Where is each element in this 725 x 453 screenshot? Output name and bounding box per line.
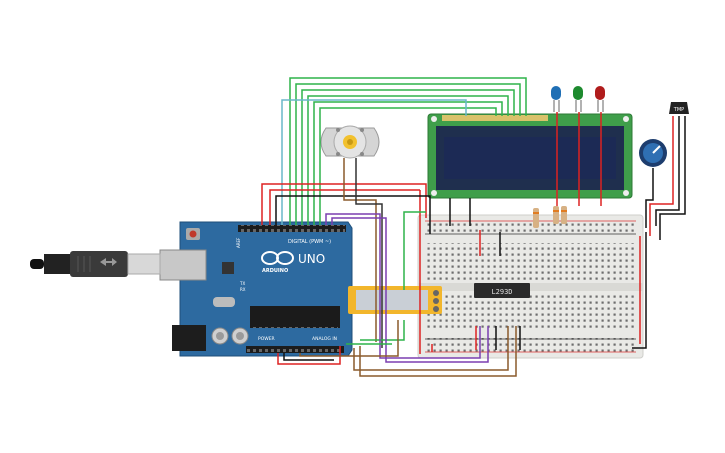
tx-label: TX [239, 281, 245, 286]
board-brand: ARDUINO [262, 268, 288, 274]
analog-label: ANALOG IN [312, 336, 337, 342]
led-red[interactable] [595, 86, 605, 112]
power-jack[interactable] [172, 325, 206, 351]
usb-port[interactable] [159, 249, 207, 281]
potentiometer[interactable] [639, 139, 667, 167]
digital-header [239, 225, 345, 232]
microcontroller-chip [250, 306, 340, 328]
dc-motor[interactable] [320, 125, 380, 159]
power-label: POWER [258, 336, 275, 342]
analog-header [247, 346, 343, 353]
temperature-sensor-label: TMP [673, 107, 684, 113]
arduino-logo [261, 251, 294, 265]
digital-label: DIGITAL (PWM ~) [288, 239, 331, 245]
wires [261, 77, 686, 377]
led-blue[interactable] [551, 86, 561, 112]
board-model: UNO [298, 252, 325, 266]
relay-module[interactable] [348, 286, 442, 314]
aref-label: AREF [236, 237, 241, 248]
breadboard [417, 214, 644, 359]
motor-driver-chip[interactable]: L293D [474, 283, 530, 298]
arduino-board[interactable]: UNO ARDUINO DIGITAL (PWM ~) POWER ANALOG… [159, 221, 353, 357]
led-green[interactable] [573, 86, 583, 112]
usb-cable[interactable] [30, 251, 161, 277]
resistor-array[interactable] [533, 206, 567, 228]
temperature-sensor[interactable]: TMP [669, 102, 689, 114]
rx-label: RX [240, 287, 246, 292]
lcd-screen [444, 137, 616, 179]
lcd-pin-header [442, 115, 548, 121]
motor-driver-label: L293D [491, 288, 512, 296]
lcd-display[interactable] [427, 113, 633, 199]
